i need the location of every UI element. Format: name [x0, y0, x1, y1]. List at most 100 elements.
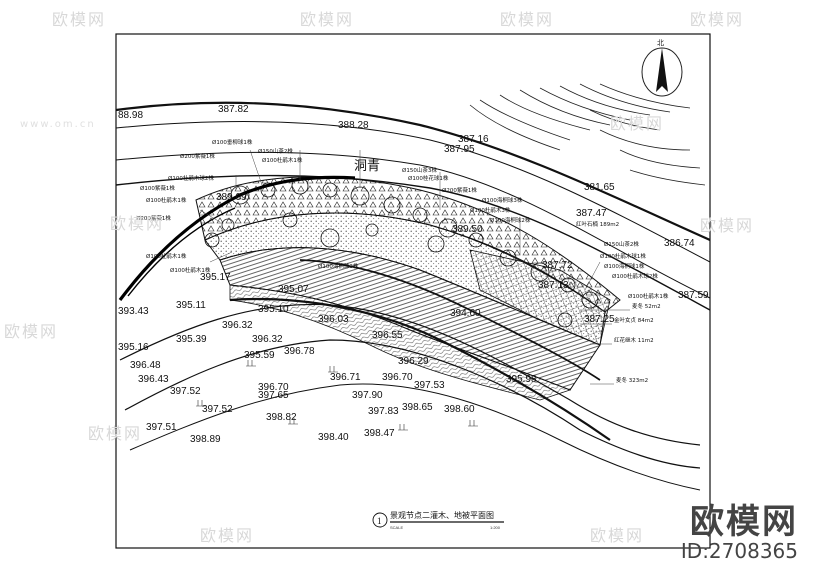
elevation-label: 398.82	[266, 412, 297, 423]
elevation-label: 393.43	[118, 306, 149, 317]
slope-hachures	[469, 83, 706, 186]
watermark: 欧模网	[4, 322, 59, 341]
elevation-label: 387.72	[542, 260, 573, 271]
watermark: 欧模网	[200, 526, 255, 545]
elevation-label: 398.60	[444, 404, 475, 415]
north-arrow-icon: 北	[641, 39, 683, 97]
elevation-label: 396.70	[258, 382, 289, 393]
road-label: 洞青	[354, 159, 380, 174]
elevation-label: 396.71	[330, 372, 361, 383]
elevation-label: 397.53	[414, 380, 445, 391]
area-labels: 红叶石楠 189m2 麦冬 52m2 金叶女贞 84m2 红花继木 11m2 麦…	[576, 220, 661, 384]
plant-label: Ø100紫薇1株	[140, 184, 175, 192]
elevation-label: 396.55	[372, 330, 403, 341]
area-label: 麦冬 52m2	[632, 302, 661, 310]
elevation-label: 396.78	[284, 346, 315, 357]
watermark: 欧模网	[500, 10, 555, 29]
elevation-label: 381.65	[584, 182, 615, 193]
elevation-label: 395.17	[200, 272, 231, 283]
plant-label: Ø100杜鹃木1株	[146, 196, 187, 204]
lower-contours	[119, 259, 701, 491]
elevation-label: 387.13	[538, 280, 569, 291]
plant-label: Ø100杜鹃木球2株	[168, 174, 214, 182]
edge-curve	[118, 175, 356, 301]
watermark: 欧模网	[690, 10, 745, 29]
elevation-label: 395.16	[118, 342, 149, 353]
brand-name: 欧模网	[690, 502, 798, 542]
watermark-domain: www.om.cn	[20, 119, 96, 130]
plant-labels: Ø100垂柳球1株 Ø150山茶2株 Ø100杜鹃木1株 Ø200紫薇1株 Ø1…	[136, 138, 669, 300]
elevation-label: 397.52	[202, 404, 233, 415]
elevation-label: 387.47	[576, 208, 607, 219]
watermark: 欧模网	[52, 10, 107, 29]
title-number: 1	[377, 516, 382, 526]
plant-label: Ø100杜鹃木球1株	[600, 252, 646, 260]
elevation-label: 386.74	[664, 238, 695, 249]
drawing-title: 景观节点二灌木、地被平面图	[390, 510, 494, 520]
area-label: 红花继木 11m2	[614, 336, 654, 344]
brand-id: ID:2708365	[680, 539, 798, 563]
elevation-label: 88.98	[118, 110, 143, 121]
paving-grid	[469, 249, 611, 346]
plant-label: Ø100桂花球1株	[408, 174, 449, 182]
plant-label: Ø200紫薇1株	[442, 186, 477, 194]
watermark: 欧模网	[88, 424, 143, 443]
elevation-label: 387.95	[444, 144, 475, 155]
elevation-label: 387.82	[218, 104, 249, 115]
plant-label: Ø100海桐球2株	[490, 216, 531, 224]
plant-label: Ø150山茶2株	[604, 240, 639, 248]
elevation-label: 396.32	[222, 320, 253, 331]
elevation-label: 387.16	[458, 134, 489, 145]
plant-label: Ø100海桐球3株	[318, 262, 359, 270]
elevation-label: 398.65	[402, 402, 433, 413]
elevation-label: 396.29	[398, 356, 429, 367]
plant-label: Ø100杜鹃木1株	[262, 156, 303, 164]
area-label: 麦冬 323m2	[616, 376, 648, 384]
elevation-labels: 88.98 387.82 388.28 387.16 387.95 381.65…	[118, 104, 709, 445]
elevation-label: 395.10	[258, 304, 289, 315]
watermark: 欧模网	[700, 216, 755, 235]
elevation-label: 395.59	[244, 350, 275, 361]
watermark: 欧模网	[110, 214, 165, 233]
elevation-label: 396.03	[318, 314, 349, 325]
elevation-label: 387.59	[678, 290, 709, 301]
watermark: 欧模网	[590, 526, 645, 545]
title-block: 1 景观节点二灌木、地被平面图 SCALE 1:200	[372, 510, 504, 530]
plant-label: Ø100杜鹃木1株	[146, 252, 187, 260]
upper-contours	[115, 101, 711, 311]
north-label: 北	[657, 39, 664, 47]
plant-label: Ø100杜鹃木1株	[170, 266, 211, 274]
elevation-label: 398.89	[190, 434, 221, 445]
elevation-label: 396.70	[382, 372, 413, 383]
elevation-label: 389.50	[452, 224, 483, 235]
scale-value: 1:200	[490, 525, 501, 530]
elevation-label: 395.39	[176, 334, 207, 345]
area-label: 红叶石楠 189m2	[576, 220, 619, 228]
plant-label: Ø100杜鹃木1株	[628, 292, 669, 300]
elevation-label: 395.07	[278, 284, 309, 295]
elevation-label: 396.32	[252, 334, 283, 345]
elevation-label: 389.09	[216, 192, 247, 203]
plant-label: Ø150山茶3株	[402, 166, 437, 174]
watermark: 欧模网	[300, 10, 355, 29]
brand-stamp: 欧模网 ID:2708365	[681, 504, 798, 562]
elevation-label: 396.43	[138, 374, 169, 385]
leader-lines	[199, 149, 601, 291]
plant-label: Ø100海桐球1株	[604, 262, 645, 270]
elevation-label: 397.83	[368, 406, 399, 417]
plant-label: Ø200紫薇1株	[180, 152, 215, 160]
elevation-label: 398.40	[318, 432, 349, 443]
elevation-label: 396.48	[130, 360, 161, 371]
elevation-label: 397.51	[146, 422, 177, 433]
elevation-label: 397.52	[170, 386, 201, 397]
plant-label: Ø100杜鹃木3株	[470, 206, 511, 214]
scale-word: SCALE	[390, 525, 403, 530]
elevation-label: 397.65	[258, 390, 289, 401]
area-label: 金叶女贞 84m2	[614, 316, 654, 324]
elevation-label: 388.28	[338, 120, 369, 131]
watermark: 欧模网	[610, 114, 665, 133]
elevation-label: 398.47	[364, 428, 395, 439]
elevation-label: 387.25	[584, 314, 615, 325]
plant-label: Ø100海桐球3株	[482, 196, 523, 204]
